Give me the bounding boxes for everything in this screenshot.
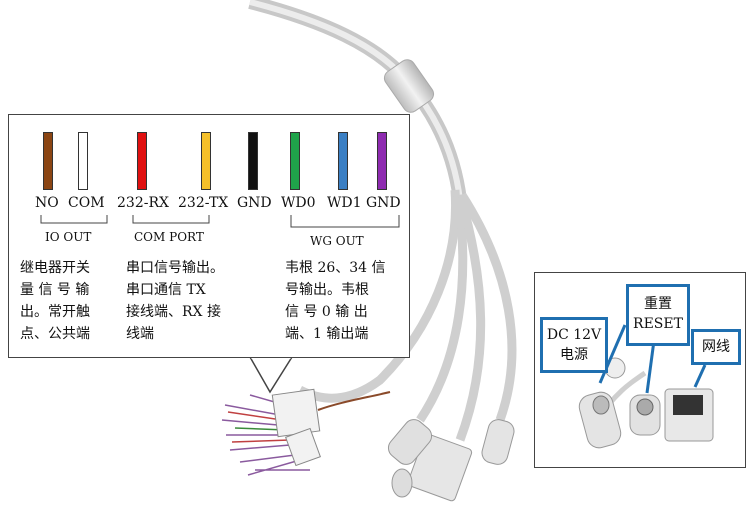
reset-tag: 重置 RESET <box>626 284 690 346</box>
callout-pointer <box>248 356 294 394</box>
wire-label-232-tx: 232-TX <box>178 195 229 211</box>
wire-label-gnd-1: GND <box>237 195 272 211</box>
wire-label-com: COM <box>68 195 105 211</box>
wire-swatch-gnd-1 <box>248 132 258 190</box>
branch-cable-2 <box>416 194 468 423</box>
description-com: 串口信号输出。 串口通信 TX 接线端、RX 接 线端 <box>126 260 224 342</box>
connector-inset-panel: DC 12V 电源 重置 RESET 网线 <box>534 272 746 468</box>
wire-label-wd0: WD0 <box>281 195 316 211</box>
inset-illustration <box>578 324 714 449</box>
dc-jack <box>387 419 433 465</box>
branch-cable-3 <box>455 193 486 442</box>
wire-swatch-232-tx <box>201 132 211 190</box>
terminal-block <box>221 388 391 476</box>
wire-swatch-wd1 <box>338 132 348 190</box>
wire-swatch-no <box>43 132 53 190</box>
group-label-com-port: COM PORT <box>134 230 204 244</box>
dc-12v-power-tag: DC 12V 电源 <box>540 317 608 373</box>
branch-cable-4 <box>458 192 517 422</box>
network-cable-tag: 网线 <box>691 329 741 365</box>
wire-label-gnd-2: GND <box>366 195 401 211</box>
wire-label-232-rx: 232-RX <box>117 195 169 211</box>
wiring-callout-panel: NO COM 232-RX 232-TX GND WD0 WD1 GND IO … <box>8 114 410 358</box>
ferrite-bead <box>383 59 435 113</box>
branch-cable-1 <box>297 189 461 403</box>
wire-label-no: NO <box>35 195 59 211</box>
wire-swatch-232-rx <box>137 132 147 190</box>
wire-label-wd1: WD1 <box>327 195 362 211</box>
description-io: 继电器开关 量 信 号 输 出。常开触 点、公共端 <box>20 260 90 342</box>
dc-plug <box>481 419 515 465</box>
group-brackets <box>40 215 400 228</box>
wire-swatch-gnd-2 <box>377 132 387 190</box>
group-label-wg-out: WG OUT <box>310 234 364 248</box>
group-label-io-out: IO OUT <box>45 230 92 244</box>
inset-dc-jack <box>578 391 622 449</box>
rj45-connector <box>407 433 473 502</box>
description-wg: 韦根 26、34 信 号输出。韦根 信 号 0 输 出 端、1 输出端 <box>285 260 386 342</box>
wire-swatch-com <box>78 132 88 190</box>
wire-swatch-wd0 <box>290 132 300 190</box>
